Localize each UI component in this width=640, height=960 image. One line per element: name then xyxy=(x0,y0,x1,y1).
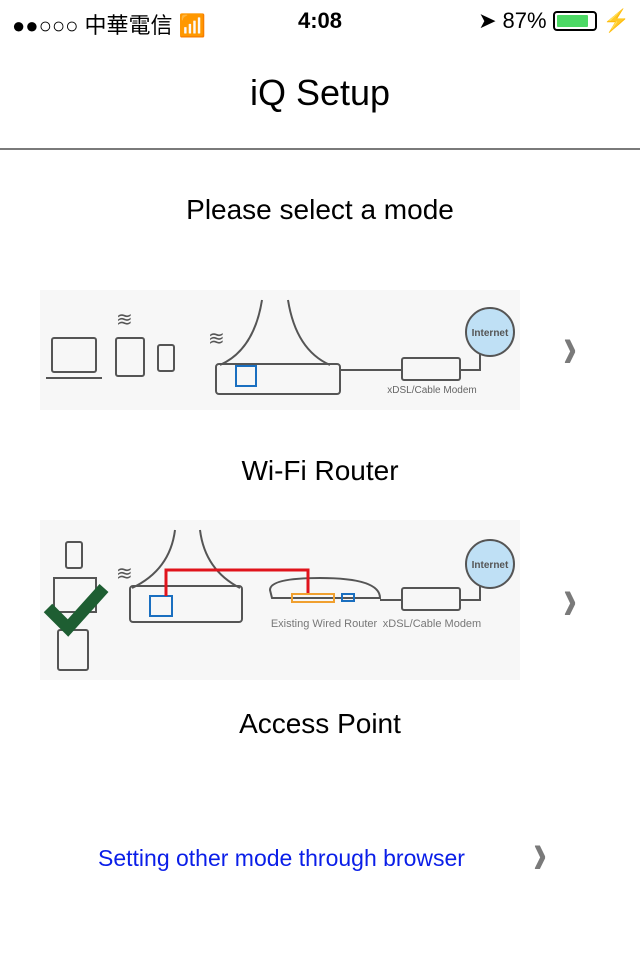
mode-access-point[interactable]: ≋ Internet Existing Wired Router xDSL/Ca… xyxy=(0,520,640,745)
mode-label: Wi-Fi Router xyxy=(241,455,399,486)
internet-label: Internet xyxy=(472,328,509,339)
mode-label: Access Point xyxy=(239,708,401,739)
modem-label: xDSL/Cable Modem xyxy=(383,618,481,630)
location-arrow-icon: ➤ xyxy=(478,8,497,33)
svg-text:≋: ≋ xyxy=(116,563,133,585)
svg-text:≋: ≋ xyxy=(116,309,133,331)
browser-setup-link[interactable]: Setting other mode through browser xyxy=(98,845,465,871)
internet-label: Internet xyxy=(472,560,509,571)
browser-chevron-icon[interactable]: › xyxy=(532,819,547,886)
modem-label: xDSL/Cable Modem xyxy=(387,385,476,396)
router-label: Existing Wired Router xyxy=(271,618,378,630)
nav-divider xyxy=(0,148,640,150)
wifi-icon: 📶 xyxy=(178,13,207,38)
mode-prompt: Please select a mode xyxy=(186,194,454,225)
carrier: ●●○○○ 中華電信 📶 xyxy=(12,13,207,38)
status-bar: ●●○○○ 中華電信 📶 4:08 ➤ 87% ⚡ xyxy=(0,0,640,40)
chevron-right-icon: › xyxy=(562,565,577,632)
wifi-router-diagram: ≋ ≋ Internet xDSL/Cable Modem xyxy=(40,290,520,410)
svg-text:≋: ≋ xyxy=(208,328,225,350)
clock: 4:08 xyxy=(297,8,343,33)
battery-icon xyxy=(552,11,597,31)
battery-percent: 87% xyxy=(502,8,547,33)
chevron-right-icon: › xyxy=(562,313,577,380)
page-title: iQ Setup xyxy=(249,72,391,113)
access-point-diagram: ≋ Internet Existing Wired Router xDSL/Ca… xyxy=(40,520,520,680)
mode-wifi-router[interactable]: ≋ ≋ Internet xDSL/Cable Modem › Wi-Fi Rou… xyxy=(0,290,640,490)
status-right: ➤ 87% ⚡ xyxy=(478,8,630,34)
charging-icon: ⚡ xyxy=(602,8,630,33)
